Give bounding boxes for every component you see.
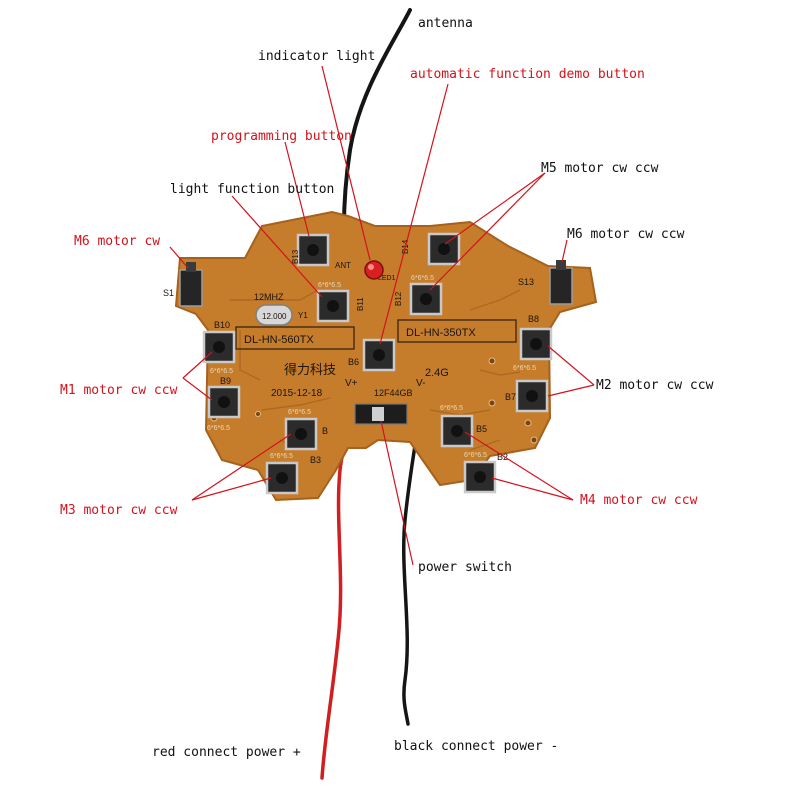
indicator-led	[364, 260, 384, 280]
s1-text: S1	[163, 288, 174, 298]
button-b8	[519, 327, 553, 361]
crystal-y1: 12.000	[255, 304, 293, 326]
button-b13	[296, 233, 330, 267]
ref-b7: B7	[505, 392, 516, 402]
ref-b1: B	[322, 426, 328, 436]
size-b3: 6*6*6.5	[270, 453, 293, 460]
ref-b6: B6	[348, 357, 359, 367]
label-m6-right: M6 motor cw ccw	[567, 227, 685, 242]
crystal-freq-text: 12MHZ	[254, 292, 284, 302]
ref-b10: B10	[214, 320, 230, 330]
button-b7	[515, 379, 549, 413]
button-b2	[463, 460, 497, 494]
button-b12	[409, 282, 443, 316]
model-right-text: DL-HN-350TX	[406, 327, 476, 339]
size-b5: 6*6*6.5	[440, 405, 463, 412]
ref-b3: B3	[310, 455, 321, 465]
date-text: 2015-12-18	[271, 388, 323, 399]
y1-text: Y1	[298, 311, 308, 320]
label-m4: M4 motor cw ccw	[580, 493, 698, 508]
button-b6	[362, 338, 396, 372]
s13-text: S13	[518, 277, 534, 287]
ref-b12: B12	[394, 291, 403, 306]
label-m2: M2 motor cw ccw	[596, 378, 714, 393]
side-switch-left	[179, 262, 203, 307]
v-plus-text: V+	[345, 378, 358, 389]
size-b9: 6*6*6.5	[207, 425, 230, 432]
ref-b11: B11	[356, 297, 365, 311]
label-antenna: antenna	[418, 16, 473, 31]
power-switch	[354, 403, 408, 425]
side-switch-right	[549, 260, 573, 305]
label-m6-left: M6 motor cw	[74, 234, 160, 249]
label-black-power: black connect power -	[394, 739, 558, 754]
model-left-text: DL-HN-560TX	[244, 334, 314, 346]
label-red-power: red connect power +	[152, 745, 301, 760]
svg-text:12.000: 12.000	[262, 312, 287, 321]
size-b8: 6*6*6.5	[513, 365, 536, 372]
button-b14	[427, 232, 461, 266]
button-b9	[207, 385, 241, 419]
size-b1: 6*6*6.5	[288, 409, 311, 416]
label-m5: M5 motor cw ccw	[541, 161, 659, 176]
v-minus-text: V-	[416, 378, 425, 389]
button-b10	[202, 330, 236, 364]
button-b3	[265, 461, 299, 495]
led-text: LED1	[378, 275, 396, 282]
label-indicator-light: indicator light	[258, 49, 375, 64]
model-left-box	[235, 326, 355, 350]
label-m1: M1 motor cw ccw	[60, 383, 178, 398]
button-b5	[440, 414, 474, 448]
size-b11: 6*6*6.5	[318, 282, 341, 289]
size-b2: 6*6*6.5	[464, 452, 487, 459]
model-right-box	[397, 319, 517, 343]
label-power-switch: power switch	[418, 560, 512, 575]
ref-b13: B13	[291, 249, 300, 264]
ref-b8: B8	[528, 314, 539, 324]
size-b12: 6*6*6.5	[411, 275, 434, 282]
label-automatic-demo: automatic function demo button	[410, 67, 645, 82]
chip-text: 12F44GB	[374, 388, 413, 398]
label-m3: M3 motor cw ccw	[60, 503, 178, 518]
size-b10: 6*6*6.5	[210, 368, 233, 375]
label-light-function: light function button	[170, 182, 334, 197]
ref-b2: B2	[497, 452, 508, 462]
brand-text: 得力科技	[284, 362, 336, 377]
button-b11	[316, 289, 350, 323]
tactile-buttons	[202, 232, 553, 495]
ant-text: ANT	[335, 261, 351, 270]
label-programming: programming button	[211, 129, 352, 144]
ref-b9: B9	[220, 376, 231, 386]
pointer-lines	[169, 65, 595, 566]
ref-b5: B5	[476, 424, 487, 434]
band-text: 2.4G	[425, 367, 449, 379]
